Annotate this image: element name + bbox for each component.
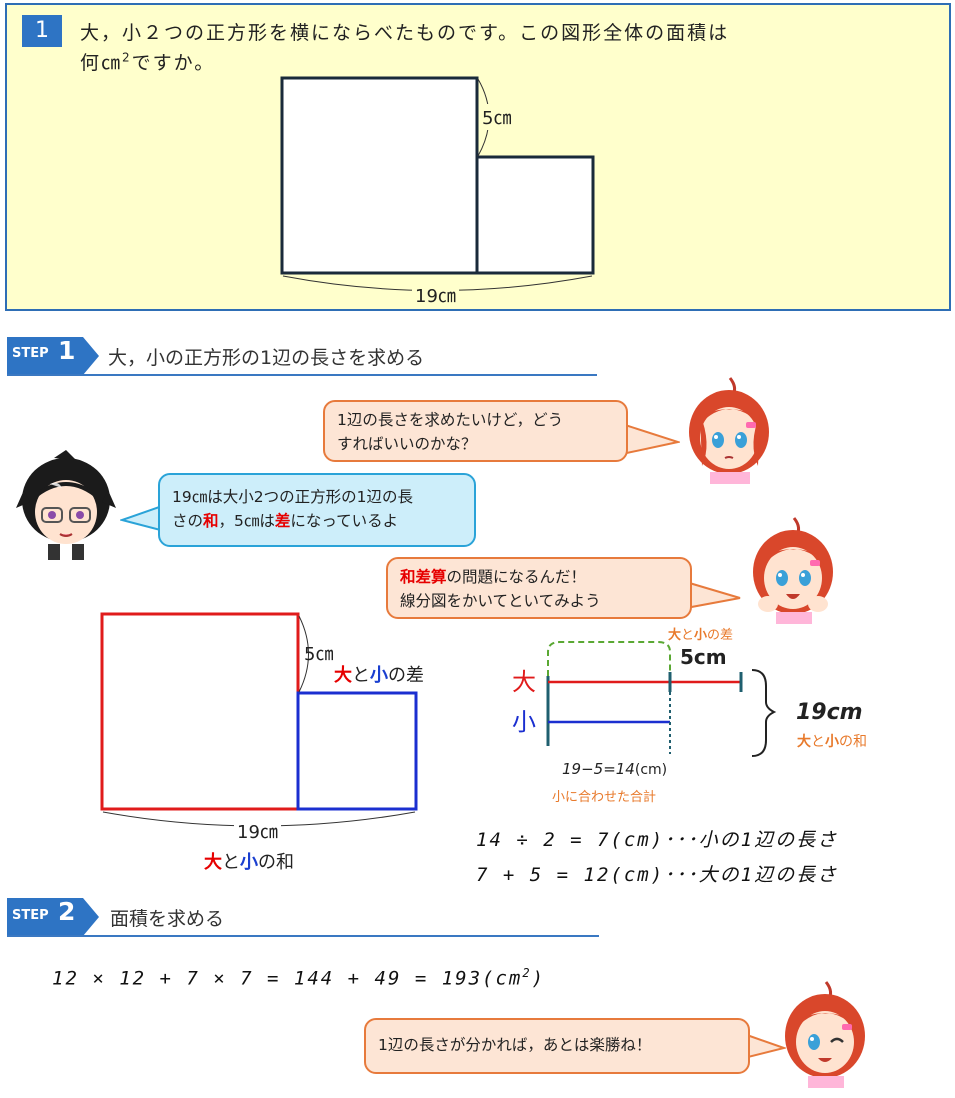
segment-diagram bbox=[546, 641, 777, 757]
problem-diff-label: 5㎝ bbox=[482, 104, 512, 130]
problem-text-line2: 何㎝2ですか。 bbox=[80, 50, 216, 74]
fig2-sum-note: 大と小の和 bbox=[204, 852, 294, 873]
step1-badge-number: 1 bbox=[58, 336, 76, 365]
area-equation: 12 × 12 + 7 × 7 = 144 + 49 = 193(cm2) bbox=[52, 966, 546, 990]
fig2-sum-label: 19㎝ bbox=[234, 818, 281, 844]
step2-badge-number: 2 bbox=[58, 897, 76, 926]
small-part-dashed bbox=[547, 641, 671, 676]
colored-figure bbox=[100, 612, 418, 827]
bubble-explanation: 19㎝は大小2つの正方形の1辺の長 さの和，5㎝は差になっているよ bbox=[158, 473, 476, 547]
step1-underline bbox=[7, 374, 597, 376]
bubble-easy: 1辺の長さが分かれば，あとは楽勝ね！ bbox=[364, 1018, 750, 1074]
step2-underline bbox=[7, 935, 599, 937]
sum-bracket bbox=[751, 669, 777, 757]
fig2-diff-label: 5㎝ bbox=[304, 644, 334, 665]
problem-text-line1: 大，小２つの正方形を横にならべたものです。この図形全体の面積は bbox=[80, 22, 730, 44]
step2-badge-label: STEP bbox=[12, 908, 49, 923]
segment-top-note: 大と小の差 bbox=[668, 628, 734, 643]
large-square-red bbox=[100, 612, 300, 811]
small-square bbox=[475, 155, 595, 275]
large-square bbox=[280, 76, 479, 275]
boy-glasses-icon bbox=[16, 450, 116, 560]
small-square-blue bbox=[296, 691, 418, 811]
problem-sum-label: 19㎝ bbox=[412, 282, 459, 308]
step1-title: 大，小の正方形の1辺の長さを求める bbox=[108, 347, 425, 369]
segment-diff-value: 5cm bbox=[680, 645, 727, 669]
equation-large-side: 7 + 5 = 12(cm)･･･大の1辺の長さ bbox=[476, 864, 839, 886]
girl-wink-icon bbox=[785, 981, 865, 1088]
segment-label-big: 大 bbox=[512, 668, 536, 696]
problem-number: 1 bbox=[22, 15, 62, 47]
segment-sum-value: 19cm bbox=[796, 700, 863, 725]
bubble-wasazan: 和差算の問題になるんだ！ 線分図をかいてといてみよう bbox=[386, 557, 692, 619]
segment-calc-note: 小に合わせた合計 bbox=[552, 790, 657, 805]
fig2-diff-note: 大と小の差 bbox=[334, 665, 424, 686]
step2-title: 面積を求める bbox=[110, 908, 225, 930]
bubble-question: 1辺の長さを求めたいけど，どう すればいいのかな？ bbox=[323, 400, 628, 462]
bubble1-tail bbox=[620, 422, 680, 456]
bubble3-tail bbox=[684, 580, 741, 610]
problem-figure bbox=[280, 76, 595, 291]
girl-thinking-icon bbox=[689, 377, 769, 484]
diff-brace-2 bbox=[298, 615, 309, 693]
girl-cheerful-icon bbox=[753, 517, 833, 624]
equation-small-side: 14 ÷ 2 = 7(cm)･･･小の1辺の長さ bbox=[476, 829, 839, 851]
segment-sum-note: 大と小の和 bbox=[797, 734, 867, 750]
segment-label-small: 小 bbox=[512, 708, 536, 736]
step1-badge-label: STEP bbox=[12, 346, 49, 361]
step2-badge bbox=[7, 898, 99, 936]
step1-badge bbox=[7, 337, 99, 375]
segment-calc: 19−5=14(cm) bbox=[562, 760, 668, 778]
